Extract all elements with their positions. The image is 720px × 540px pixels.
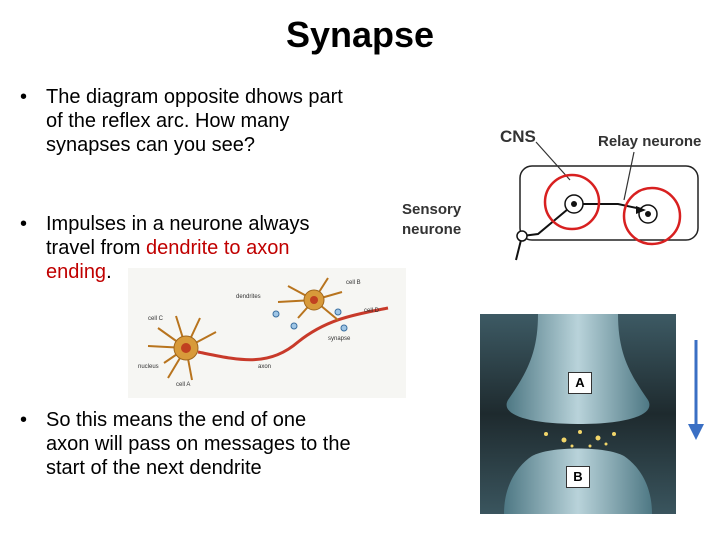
label-dendrites: dendrites [236, 294, 261, 300]
bullet-dot: • [20, 408, 27, 432]
bullet-dot: • [20, 212, 27, 236]
synapse-label-a: A [568, 372, 592, 394]
reflex-arc-diagram: CNS Relay neurone Sensory neurone [398, 118, 718, 268]
sensory-neurone-label: Sensory neurone [402, 201, 465, 238]
arrow-down-icon [686, 338, 706, 442]
cell-b-nucleus [310, 296, 318, 304]
relay-neurone-label: Relay neurone [598, 133, 701, 150]
bullet-2-text-end: . [106, 261, 112, 283]
illustration-background [128, 268, 406, 398]
sensory-cell-body [517, 231, 527, 241]
neurones-illustration: dendrites cell C cell D nucleus cell A a… [128, 268, 406, 398]
sensory-label-line-2: neurone [402, 221, 461, 238]
sensory-label-line-1: Sensory [402, 201, 462, 218]
relay-nucleus [571, 201, 577, 207]
relay-pointer-line [624, 152, 634, 200]
slide-title: Synapse [0, 14, 720, 56]
bullet-dot: • [20, 85, 27, 109]
label-synapse: synapse [328, 336, 351, 342]
label-cell-b: cell B [346, 280, 361, 286]
motor-nucleus [645, 211, 651, 217]
relay-axon [574, 204, 646, 210]
synapse-label-b: B [566, 466, 590, 488]
cell-a-nucleus [181, 343, 191, 353]
label-cell-c: cell C [148, 316, 164, 322]
label-nucleus: nucleus [138, 364, 159, 370]
bullet-1-text: The diagram opposite dhows part of the r… [46, 85, 343, 157]
cns-pointer-line [536, 142, 570, 180]
cns-label: CNS [500, 127, 536, 146]
bullet-3-text: So this means the end of one axon will p… [46, 408, 351, 480]
label-cell-d: cell D [364, 308, 380, 314]
label-axon: axon [258, 364, 271, 370]
bullet-3: • So this means the end of one axon will… [20, 408, 390, 488]
bullet-1: • The diagram opposite dhows part of the… [20, 85, 390, 165]
label-cell-a: cell A [176, 382, 190, 388]
